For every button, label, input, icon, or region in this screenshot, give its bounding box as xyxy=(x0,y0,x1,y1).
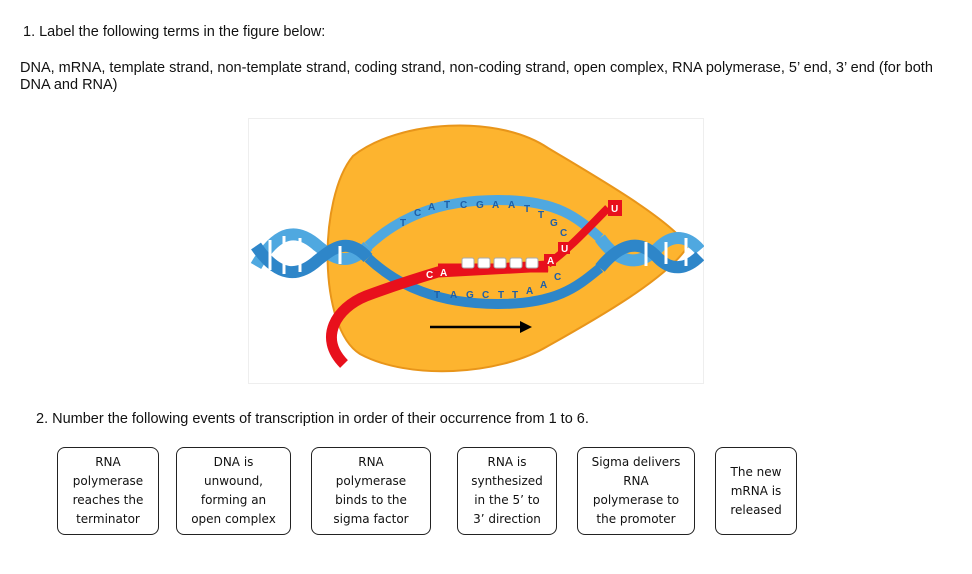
rna-base: A xyxy=(547,256,554,267)
top-base: C xyxy=(560,228,567,239)
non-template-strand xyxy=(364,194,604,250)
dna-helix-right xyxy=(595,232,704,274)
rna-base: U xyxy=(611,204,618,215)
event-text: Sigma delivers RNA polymerase to the pro… xyxy=(591,455,681,526)
event-card-sigma-delivers[interactable]: Sigma delivers RNA polymerase to the pro… xyxy=(577,447,695,535)
top-strand-bases: T C A T C G A A T T G C xyxy=(400,200,567,239)
event-text: RNA is synthesized in the 5’ to 3’ direc… xyxy=(471,455,543,526)
transcription-figure: T C A T C G A A T T G C T A G C T T A A … xyxy=(248,118,704,384)
event-card-terminator[interactable]: RNA polymerase reaches the terminator xyxy=(57,447,159,535)
template-strand xyxy=(364,254,604,310)
bottom-base: A xyxy=(450,290,457,301)
top-base: C xyxy=(460,200,467,211)
top-base: T xyxy=(400,218,406,229)
rna-polymerase-shape xyxy=(326,124,690,373)
rna-bases: C A A U U xyxy=(426,204,618,281)
event-card-mrna-released[interactable]: The new mRNA is released xyxy=(715,447,797,535)
rna-base: C xyxy=(426,270,433,281)
top-base: C xyxy=(414,208,421,219)
top-base: T xyxy=(444,200,450,211)
dna-helix-left xyxy=(250,228,373,279)
top-base: A xyxy=(508,200,515,211)
question-1-title: 1. Label the following terms in the figu… xyxy=(23,24,326,40)
rna-base: U xyxy=(561,244,568,255)
bottom-base: G xyxy=(466,290,474,301)
top-base: A xyxy=(428,202,435,213)
event-card-open-complex[interactable]: DNA is unwound, forming an open complex xyxy=(176,447,291,535)
question-2-title: 2. Number the following events of transc… xyxy=(36,411,589,427)
top-base: T xyxy=(524,204,530,215)
bottom-base: A xyxy=(540,280,547,291)
top-base: A xyxy=(492,200,499,211)
bottom-base: A xyxy=(526,286,533,297)
top-base: G xyxy=(476,200,484,211)
event-text: RNA polymerase reaches the terminator xyxy=(72,455,144,526)
rna-base: A xyxy=(440,268,447,279)
top-base: G xyxy=(550,218,558,229)
event-text: RNA polymerase binds to the sigma factor xyxy=(333,455,409,526)
bottom-base: C xyxy=(554,272,561,283)
event-card-rna-synthesis[interactable]: RNA is synthesized in the 5’ to 3’ direc… xyxy=(457,447,557,535)
bottom-base: T xyxy=(434,290,440,301)
bottom-strand-bases: T A G C T T A A C xyxy=(434,272,561,301)
bottom-base: T xyxy=(498,290,504,301)
event-card-sigma-binding[interactable]: RNA polymerase binds to the sigma factor xyxy=(311,447,431,535)
direction-arrow-icon xyxy=(430,321,532,333)
mrna-transcript xyxy=(326,200,622,368)
bottom-base: T xyxy=(512,290,518,301)
event-text: DNA is unwound, forming an open complex xyxy=(191,455,276,526)
terms-list: DNA, mRNA, template strand, non-template… xyxy=(20,60,933,93)
bottom-base: C xyxy=(482,290,489,301)
top-base: T xyxy=(538,210,544,221)
event-text: The new mRNA is released xyxy=(730,464,782,517)
